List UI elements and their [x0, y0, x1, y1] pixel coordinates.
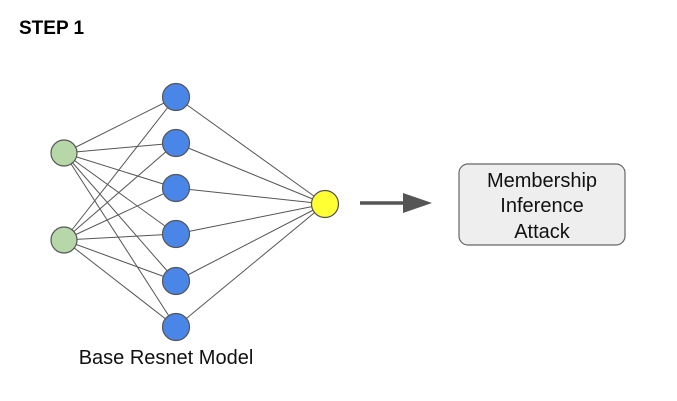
edge-input-2-to-hidden-1 — [63, 96, 177, 241]
edge-hidden-1-to-output-1 — [175, 96, 326, 205]
edge-input-2-to-hidden-4 — [63, 233, 177, 241]
edge-hidden-2-to-output-1 — [175, 142, 326, 205]
edge-input-2-to-hidden-3 — [63, 187, 177, 241]
edge-hidden-6-to-output-1 — [175, 203, 326, 328]
attack-box-line-2: Inference — [500, 195, 583, 217]
edge-input-1-to-hidden-4 — [63, 152, 177, 235]
input-node-2 — [50, 226, 78, 254]
edge-input-1-to-hidden-6 — [63, 152, 177, 328]
input-node-1 — [50, 139, 78, 167]
edge-input-1-to-hidden-3 — [63, 152, 177, 189]
hidden-node-2 — [161, 128, 191, 158]
arrow-head — [403, 193, 432, 213]
edge-hidden-5-to-output-1 — [175, 203, 326, 282]
step-title: STEP 1 — [19, 18, 85, 39]
model-label: Base Resnet Model — [79, 347, 254, 369]
hidden-node-1 — [161, 82, 191, 112]
attack-box-rect — [458, 163, 626, 246]
attack-box-line-3: Attack — [514, 221, 571, 243]
hidden-node-4 — [161, 219, 191, 249]
edge-input-1-to-hidden-1 — [63, 96, 177, 154]
hidden-node-3 — [161, 173, 191, 203]
edge-hidden-3-to-output-1 — [175, 187, 326, 205]
edge-input-2-to-hidden-5 — [63, 239, 177, 282]
network-nodes — [50, 82, 340, 342]
edge-input-1-to-hidden-2 — [63, 142, 177, 154]
edge-input-2-to-hidden-6 — [63, 239, 177, 328]
hidden-node-5 — [161, 266, 191, 296]
output-node-1 — [310, 189, 340, 219]
network-edges — [63, 96, 326, 328]
attack-box-line-1: Membership — [487, 170, 597, 192]
hidden-node-6 — [161, 312, 191, 342]
flow-arrow — [360, 193, 432, 213]
edge-hidden-4-to-output-1 — [175, 203, 326, 235]
attack-box: Membership Inference Attack — [458, 163, 626, 246]
edge-input-2-to-hidden-2 — [63, 142, 177, 241]
edge-input-1-to-hidden-5 — [63, 152, 177, 282]
